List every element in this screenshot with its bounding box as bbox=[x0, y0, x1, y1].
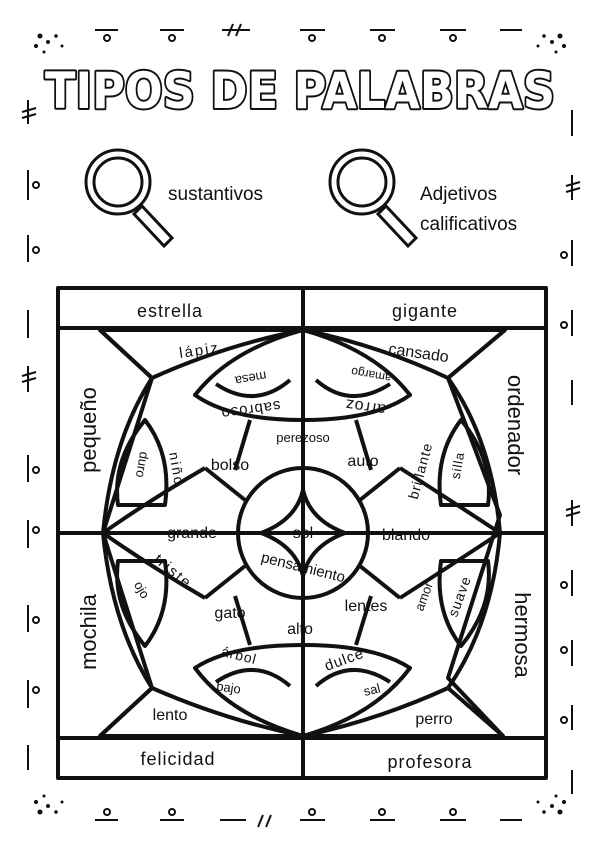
word-duro: duro bbox=[133, 451, 152, 479]
word-amor: amor bbox=[412, 579, 436, 613]
page-title: TIPOS DE PALABRAS bbox=[45, 62, 555, 120]
word-lapiz: lápiz bbox=[178, 339, 221, 362]
mosaic-lines bbox=[56, 286, 548, 780]
word-triste: triste bbox=[150, 551, 195, 593]
word-ojo: ojo bbox=[131, 578, 153, 601]
word-lento: lento bbox=[153, 707, 188, 724]
word-gigante: gigante bbox=[392, 301, 458, 321]
word-alto: alto bbox=[287, 621, 313, 638]
word-pequeno: pequeño bbox=[76, 387, 101, 473]
legend-adjectives-label-2: calificativos bbox=[420, 214, 517, 235]
word-ordenador: ordenador bbox=[503, 375, 528, 475]
magnifier-icon bbox=[84, 148, 175, 249]
corner-dots bbox=[34, 33, 566, 815]
word-bajo: bajo bbox=[215, 678, 241, 696]
word-brillante: brillante bbox=[405, 441, 435, 501]
word-estrella: estrella bbox=[137, 301, 203, 321]
word-felicidad: felicidad bbox=[140, 749, 215, 769]
word-grande: grande bbox=[167, 525, 217, 542]
word-mesa: mesa bbox=[233, 368, 268, 388]
word-perro: perro bbox=[415, 711, 452, 728]
word-lentes: lentes bbox=[345, 598, 388, 615]
word-perezoso: perezoso bbox=[276, 430, 329, 445]
word-silla: silla bbox=[448, 450, 468, 480]
word-cansado: cansado bbox=[387, 341, 449, 366]
word-auto: auto bbox=[347, 453, 378, 470]
word-mochila: mochila bbox=[76, 593, 101, 670]
word-gato: gato bbox=[214, 605, 245, 622]
decorative-border bbox=[21, 23, 581, 828]
word-sal: sal bbox=[362, 680, 382, 699]
word-hermosa: hermosa bbox=[510, 592, 535, 678]
word-bolso: bolso bbox=[211, 457, 249, 474]
legend-adjectives-label-1: Adjetivos bbox=[420, 184, 497, 205]
word-arroz: arroz bbox=[344, 395, 387, 418]
word-amargo: amargo bbox=[350, 364, 393, 385]
word-sol: sol bbox=[293, 525, 313, 542]
word-profesora: profesora bbox=[387, 752, 472, 772]
legend-nouns-label: sustantivos bbox=[168, 184, 263, 205]
word-blando: blando bbox=[382, 527, 430, 544]
word-nino: niño bbox=[166, 451, 188, 488]
magnifier-icon bbox=[328, 148, 419, 249]
